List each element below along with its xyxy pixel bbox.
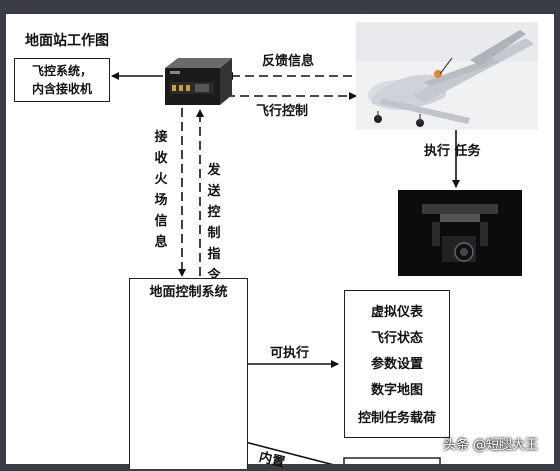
receive-fire-info-label: 接收火场信息 <box>154 130 168 250</box>
ground-control-system-label: 地面控制系统 <box>149 285 228 300</box>
camera-gimbal-image <box>398 190 522 276</box>
watermark: 头条 @短腿大王 <box>443 438 539 453</box>
flight-control-system-box: 飞控系统， 内含接收机 <box>14 58 110 102</box>
executable-label: 可执行 <box>270 346 310 361</box>
flight-box-line1: 飞控系统， <box>31 64 92 78</box>
diagram-title: 地面站工作图 <box>25 33 109 49</box>
function-parameter-settings: 参数设置 <box>370 357 423 372</box>
function-digital-map: 数字地图 <box>370 383 423 398</box>
ground-control-system-box: 地面控制系统 <box>129 278 248 469</box>
feedback-label: 反馈信息 <box>262 54 315 69</box>
function-virtual-instrument: 虚拟仪表 <box>370 305 423 320</box>
flight-box-line2: 内含接收机 <box>31 82 92 96</box>
functions-box: 虚拟仪表 飞行状态 参数设置 数字地图 控制任务载荷 <box>344 290 450 438</box>
function-flight-status: 飞行状态 <box>370 331 423 346</box>
bottom-partial-box <box>343 457 441 464</box>
uav-aircraft-image <box>356 22 538 130</box>
function-control-payload: 控制任务载荷 <box>357 411 436 426</box>
send-control-commands-label: 发送控制指令 <box>207 163 221 283</box>
receiver-module-image <box>165 58 232 105</box>
execute-task-label: 执行 任务 <box>424 144 481 159</box>
flight-control-label: 飞行控制 <box>256 104 309 119</box>
